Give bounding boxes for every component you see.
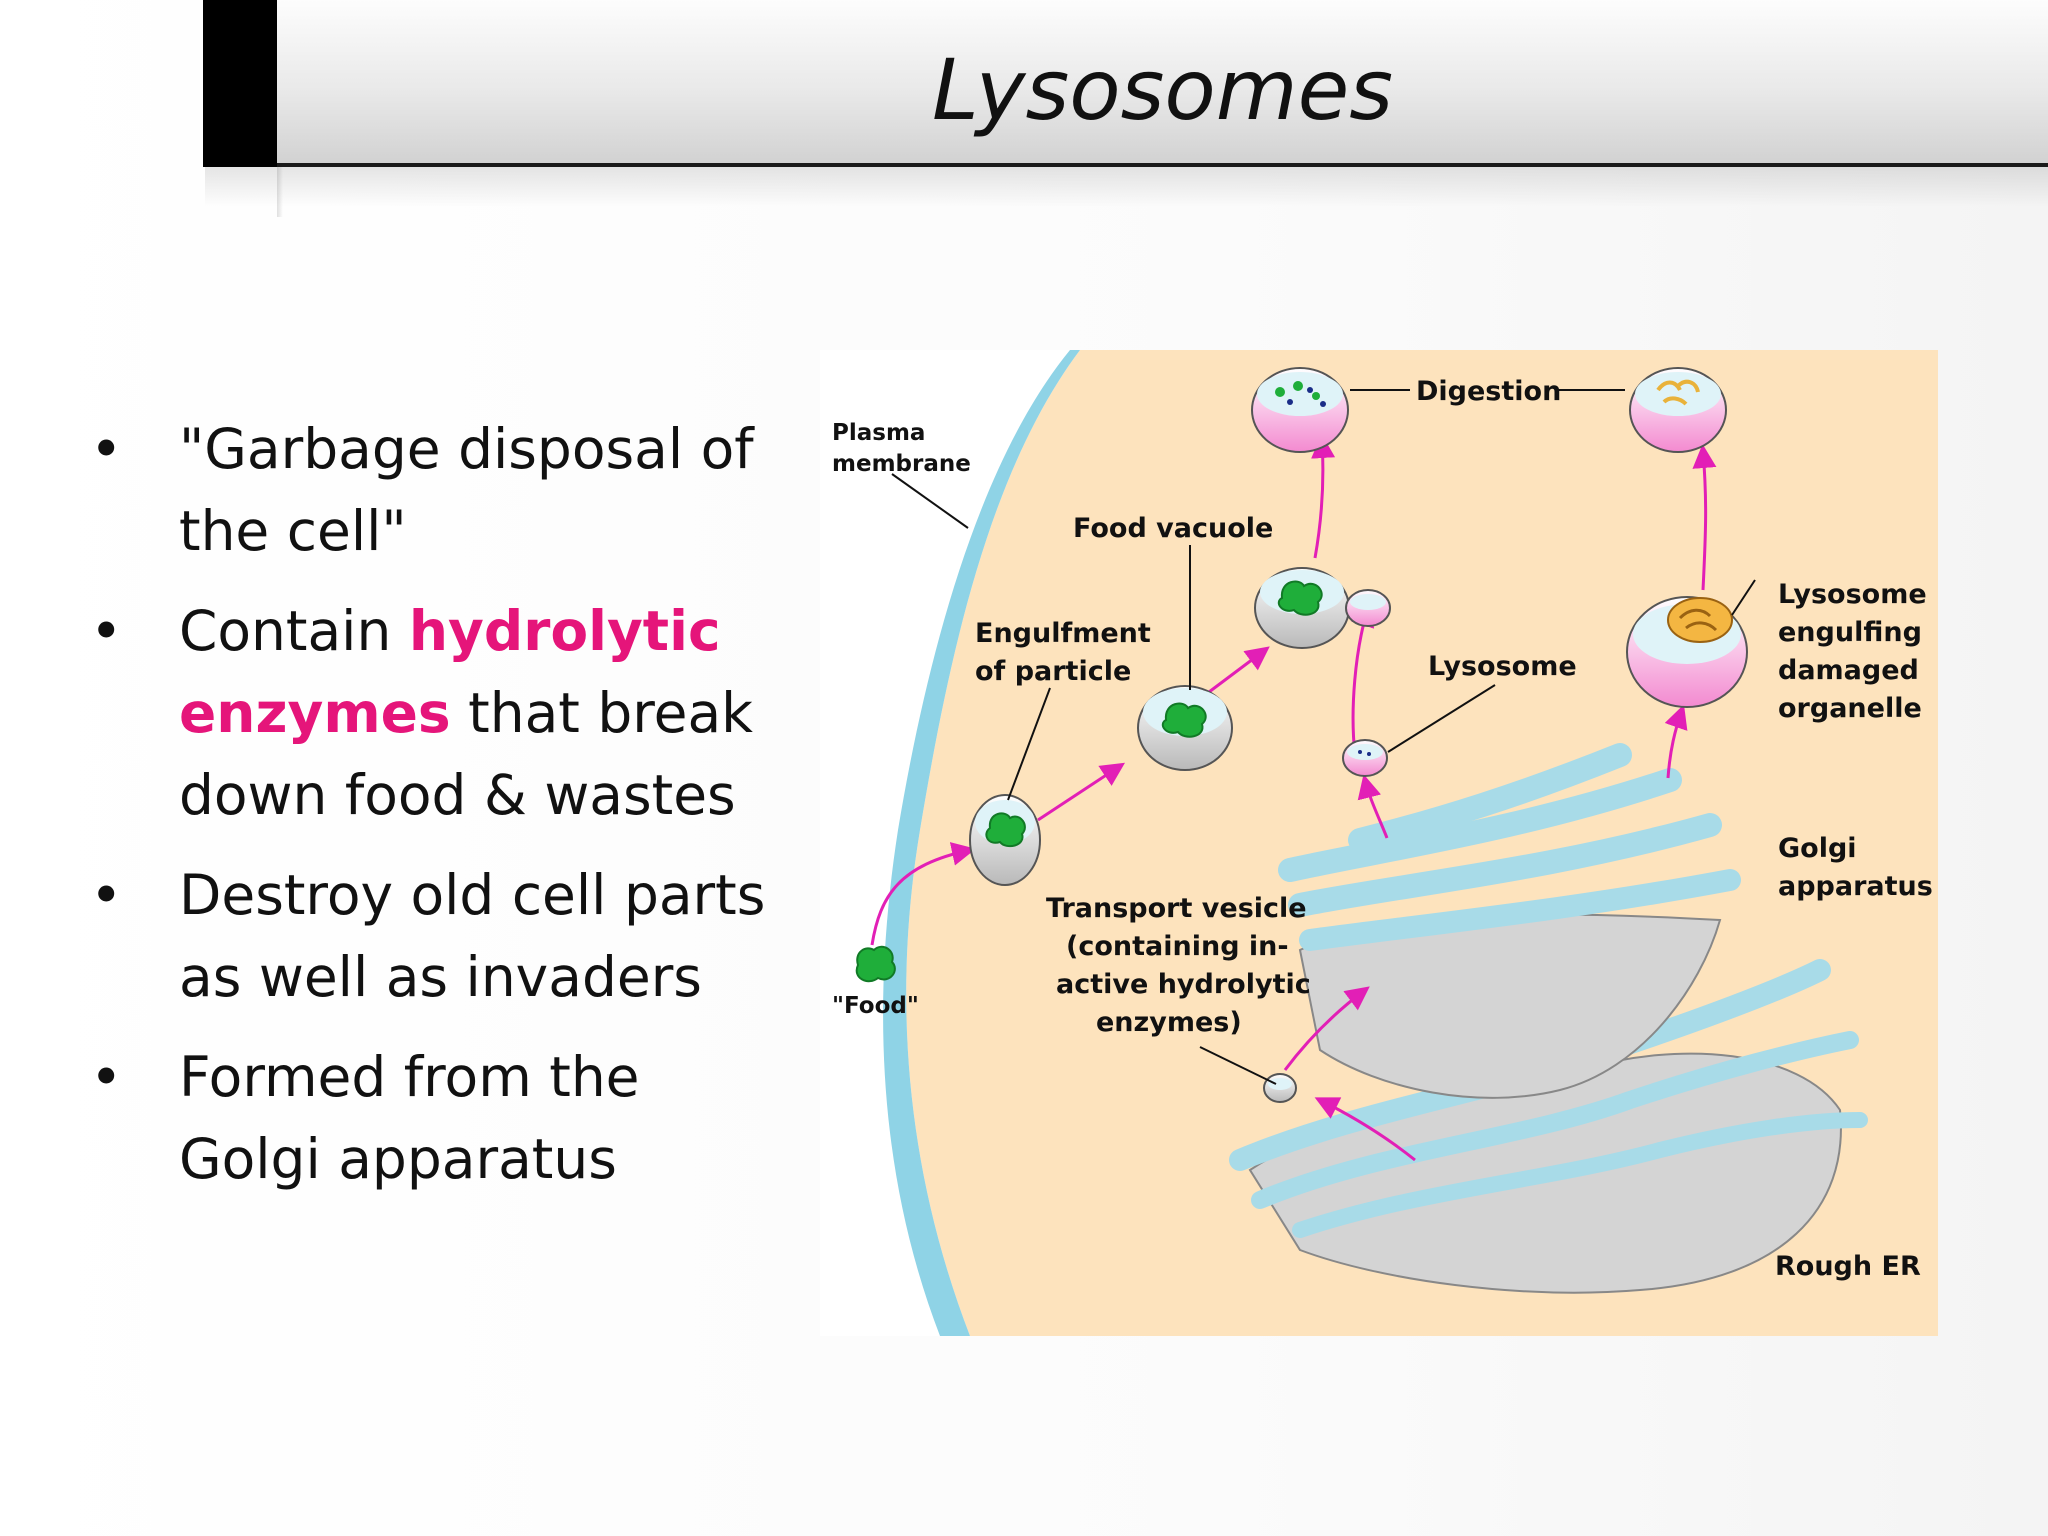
bullet-text: Formed from the Golgi apparatus: [179, 1045, 640, 1191]
label-lysosome-engulfing-3: damaged: [1778, 655, 1919, 686]
bullet-icon: •: [90, 863, 123, 927]
transport-vesicle: [1263, 1073, 1297, 1103]
leader-lines: [891, 389, 1756, 1085]
label-food: "Food": [832, 993, 919, 1019]
lysosome-diagram: Plasma membrane "Food" Digestion Food va…: [820, 350, 1938, 1336]
label-rough-er: Rough ER: [1775, 1251, 1921, 1282]
bullet-icon: •: [90, 1045, 123, 1109]
label-golgi-2: apparatus: [1778, 871, 1933, 902]
small-lysosome: [1342, 739, 1388, 777]
engulfment-vesicle: [969, 794, 1041, 886]
label-transport-3: active hydrolytic: [1056, 969, 1311, 1000]
label-engulfment-1: Engulfment: [975, 618, 1151, 649]
label-transport-2: (containing in-: [1066, 931, 1289, 962]
label-lysosome: Lysosome: [1428, 651, 1577, 682]
bullet-icon: •: [90, 599, 123, 663]
label-lysosome-engulfing-1: Lysosome: [1778, 579, 1927, 610]
bullet-item: • Destroy old cell parts as well as inva…: [90, 854, 790, 1018]
title-bar: [205, 0, 2048, 167]
digestion-vesicle-food: [1251, 367, 1349, 453]
digestion-vesicle-organelle: [1629, 367, 1727, 453]
label-membrane: membrane: [832, 451, 971, 477]
bullet-item: • "Garbage disposal of the cell": [90, 408, 790, 572]
title-bar-shadow: [205, 167, 2048, 207]
bullet-text: "Garbage disposal of the cell": [179, 417, 754, 563]
bullet-text: Destroy old cell parts as well as invade…: [179, 863, 766, 1009]
label-lysosome-engulfing-4: organelle: [1778, 693, 1922, 724]
label-transport-1: Transport vesicle: [1046, 893, 1307, 924]
label-lysosome-engulfing-2: engulfing: [1778, 617, 1922, 648]
label-transport-4: enzymes): [1096, 1007, 1242, 1038]
label-engulfment-2: of particle: [975, 656, 1131, 687]
title-accent-tab: [203, 0, 277, 167]
food-vacuole-vesicle: [1137, 685, 1233, 771]
bullet-item: • Formed from the Golgi apparatus: [90, 1036, 790, 1200]
title-accent-shadow: [277, 167, 283, 217]
bullet-text: Contain: [179, 599, 409, 663]
golgi-apparatus: [1278, 743, 1741, 1099]
label-food-vacuole: Food vacuole: [1073, 513, 1273, 544]
label-golgi-1: Golgi: [1778, 833, 1857, 864]
slide-title: Lysosomes: [931, 41, 1394, 139]
highlighted-term: hydrolytic enzymes: [179, 599, 721, 745]
plasma-membrane: [883, 350, 1080, 1336]
label-digestion: Digestion: [1416, 376, 1561, 407]
label-plasma: Plasma: [832, 420, 925, 446]
bullet-text: that break down food & wastes: [179, 681, 754, 827]
bullet-list: • "Garbage disposal of the cell" • Conta…: [90, 408, 790, 1218]
process-arrows: [870, 434, 1717, 1162]
bullet-icon: •: [90, 417, 123, 481]
bullet-item: • Contain hydrolytic enzymes that break …: [90, 590, 790, 836]
food-particle: [855, 945, 896, 983]
lysosome-engulfing-organelle: [1626, 596, 1748, 708]
food-vacuole-fusion: [1254, 567, 1391, 649]
